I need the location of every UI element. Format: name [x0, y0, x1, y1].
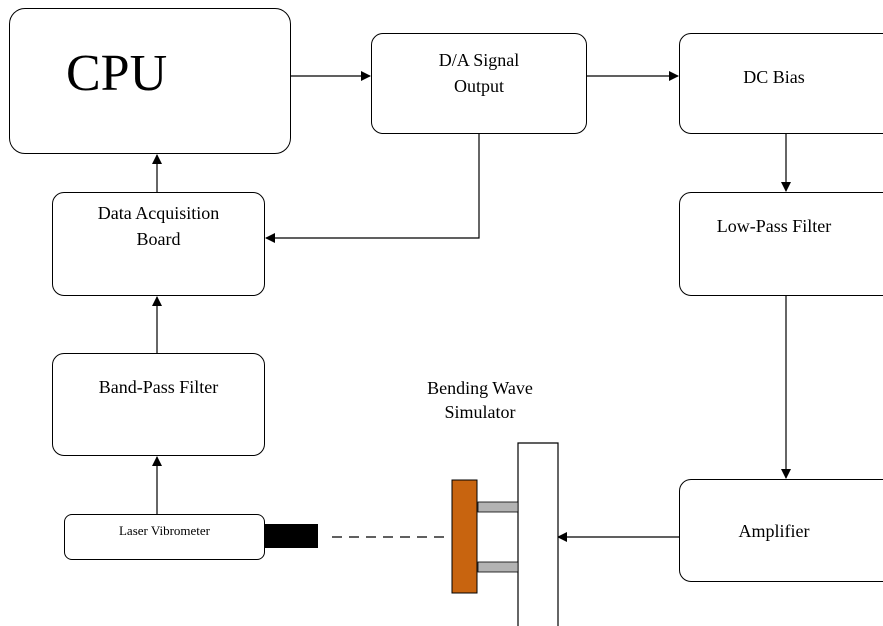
low-pass-filter-box: Low-Pass Filter: [679, 192, 883, 296]
cpu-box: CPU: [9, 8, 291, 154]
support-bar-bottom: [477, 561, 519, 573]
data-acquisition-board-label: Data Acquisition Board: [97, 203, 220, 249]
band-pass-filter-box: Band-Pass Filter: [52, 353, 265, 456]
support-bar-top: [477, 501, 519, 513]
low-pass-filter-label: Low-Pass Filter: [716, 216, 832, 236]
da-signal-output-box: D/A Signal Output: [371, 33, 587, 134]
arrow-da-to-dab: [265, 134, 480, 243]
data-acquisition-board-box: Data Acquisition Board: [52, 192, 265, 296]
dc-bias-label: DC Bias: [743, 67, 805, 87]
vibrating-plate: [451, 479, 478, 594]
laser-lens: [265, 524, 318, 548]
cpu-label: CPU: [66, 45, 168, 102]
laser-vibrometer-box: Laser Vibrometer: [64, 514, 265, 560]
amplifier-box: Amplifier: [679, 479, 883, 582]
bending-wave-simulator-label: Bending Wave Simulator: [427, 378, 533, 422]
dc-bias-box: DC Bias: [679, 33, 883, 134]
band-pass-filter-label: Band-Pass Filter: [98, 377, 219, 397]
laser-vibrometer-label: Laser Vibrometer: [118, 523, 211, 538]
simulator-column: [517, 442, 559, 626]
da-signal-output-label: D/A Signal Output: [438, 50, 520, 96]
amplifier-label: Amplifier: [738, 520, 810, 541]
